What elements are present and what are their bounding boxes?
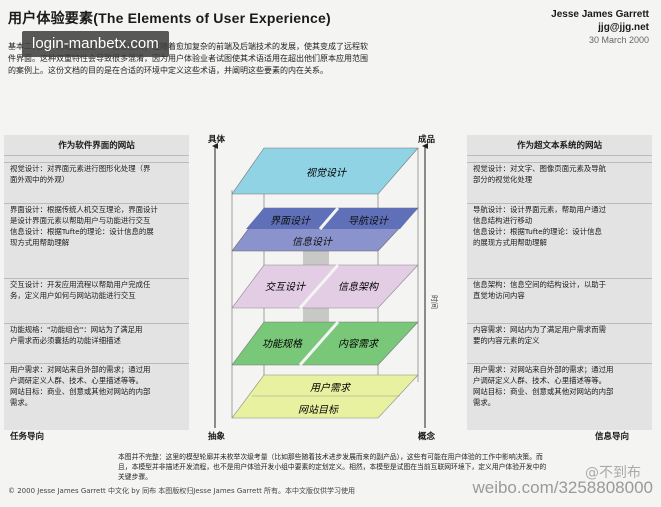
text-line: 务，定义用户如何与网站功能进行交互 [10,291,136,300]
text-line: 界面设计：根据传统人机交互理论，界面设计 [10,205,158,214]
right-sec-navigation: 导航设计：设计界面元素，帮助用户通过 信息结构进行移动 信息设计：根据Tufte… [467,203,652,248]
weibo-handle: @不到布 [585,465,641,481]
text-line: 直觉地访问内容 [473,291,525,300]
label-site-objectives: 网站目标 [298,404,339,416]
text-line: 用户需求：对网站来自外部的需求；通过用 [473,365,614,374]
author-name: Jesse James Garrett [551,9,649,20]
right-sec-needs: 用户需求：对网站来自外部的需求；通过用 户调研定义人群、技术、心里描述等等。 网… [467,363,652,408]
text-line: 功能规格："功能组合"：网站为了满足用 [10,325,143,334]
left-panel-heading: 作为软件界面的网站 [4,135,189,156]
plane-divider [298,264,340,309]
left-sec-interface: 界面设计：根据传统人机交互理论，界面设计 是设计界面元素以帮助用户与功能进行交互… [4,203,189,248]
text-line: 网站目标：商业、创意或其他对网站的内部 [10,387,151,396]
label-content: 内容需求 [338,338,380,350]
text-line: 要的内容元素的定义 [473,336,540,345]
text-line: 用户需求：对网站来自外部的需求；通过用 [10,365,151,374]
title-cn: 用户体验要素 [8,11,94,27]
left-sec-visual: 视觉设计：对界面元素进行图形化处理（界 面外观中的外观） [4,162,189,185]
text-line: 视觉设计：对界面元素进行图形化处理（界 [10,164,151,173]
left-sec-needs: 用户需求：对网站来自外部的需求；通过用 户调研定义人群、技术、心里描述等等。 网… [4,363,189,408]
author-date: 30 March 2000 [588,35,649,45]
text-line: 户需求而必须囊括的功能详细描述 [10,336,121,345]
label-information: 信息设计 [292,236,333,248]
author-block: Jesse James Garrett jjg@jjg.net 30 March… [551,8,649,47]
text-line: 的展现方式用帮助理解 [473,238,547,247]
axis-abstract-label: 抽象 [208,432,226,442]
left-sec-interaction: 交互设计：开发应用流程以帮助用户完成任 务，定义用户如何与网站功能进行交互 [4,278,189,301]
right-panel-footer: 信息导向 [595,432,630,442]
intro-text: 基本二元性：网站起初是一个信息空间；但随着愈加复杂的前端及后端技术的发展，使其变… [8,42,368,75]
axis-finished-label: 成品 [418,135,436,145]
text-line: 内容需求：网站内为了满足用户需求而需 [473,325,607,334]
right-sec-content: 内容需求：网站内为了满足用户需求而需 要的内容元素的定义 [467,323,652,346]
plane-structure [231,264,419,309]
axis-time-label: 时间 [430,295,439,309]
plane-strategy [231,374,419,419]
text-line: 交互设计：开发应用流程以帮助用户完成任 [10,280,151,289]
plane-divider [318,207,340,230]
watermark-overlay: login-manbetx.com [22,31,169,57]
plane-scope [231,321,419,366]
text-line: 需求。 [10,398,33,407]
text-line: 视觉设计：对文字、图像页面元素及导航 [473,164,607,173]
plane-divider [298,321,340,366]
weibo-watermark: weibo.com/3258808000 [472,478,653,497]
label-functional: 功能规格 [262,338,303,350]
label-ia: 信息架构 [338,281,380,293]
text-line: 信息设计：根据Tufte的理论：设计信息的展 [10,227,154,236]
text-line: 信息设计：根据Tufte的理论：设计信息 [473,227,602,236]
text-line: 信息架构：信息空间的结构设计，以助于 [473,280,607,289]
left-panel-footer: 任务导向 [10,432,45,442]
text-line: 面外观中的外观） [10,175,70,184]
text-line: 网站目标：商业、创意或其他对网站的内部 [473,387,614,396]
text-line: 现方式用帮助理解 [10,238,70,247]
plane-surface [231,147,419,195]
left-sec-functional: 功能规格："功能组合"：网站为了满足用 户需求而必须囊括的功能详细描述 [4,323,189,346]
axis-concrete-label: 具体 [208,135,226,145]
title-en: (The Elements of User Experience) [93,10,331,26]
text-line: 户调研定义人群、技术、心里描述等等。 [473,376,607,385]
left-panel: 作为软件界面的网站 视觉设计：对界面元素进行图形化处理（界 面外观中的外观） 界… [4,135,189,430]
right-panel-heading: 作为超文本系统的网站 [467,135,652,156]
text-line: 信息结构进行移动 [473,216,533,225]
label-navigation: 导航设计 [348,215,389,227]
axis-concept-label: 概念 [418,432,436,442]
right-sec-ia: 信息架构：信息空间的结构设计，以助于 直觉地访问内容 [467,278,652,301]
text-line: 户调研定义人群、技术、心里描述等等。 [10,376,144,385]
copyright: © 2000 Jesse James Garrett 中文化 by 同布 本图版… [8,487,356,495]
footnote: 本图并不完整：这里的模型轮廓并未枚举次级考量（比如那些随着技术进步发展而来的副产… [118,453,547,481]
label-interface: 界面设计 [270,215,311,227]
text-line: 是设计界面元素以帮助用户与功能进行交互 [10,216,151,225]
text-line: 部分的视觉化处理 [473,175,533,184]
right-panel: 作为超文本系统的网站 视觉设计：对文字、图像页面元素及导航 部分的视觉化处理 导… [467,135,652,430]
author-email: jjg@jjg.net [598,22,649,33]
label-interaction: 交互设计 [265,281,306,293]
label-visual: 视觉设计 [306,167,347,179]
text-line: 导航设计：设计界面元素，帮助用户通过 [473,205,607,214]
label-user-needs: 用户需求 [310,382,352,394]
right-sec-visual: 视觉设计：对文字、图像页面元素及导航 部分的视觉化处理 [467,162,652,185]
text-line: 需求。 [473,398,496,407]
page-title: 用户体验要素(The Elements of User Experience) [8,8,331,28]
plane-skeleton-top [246,208,418,229]
